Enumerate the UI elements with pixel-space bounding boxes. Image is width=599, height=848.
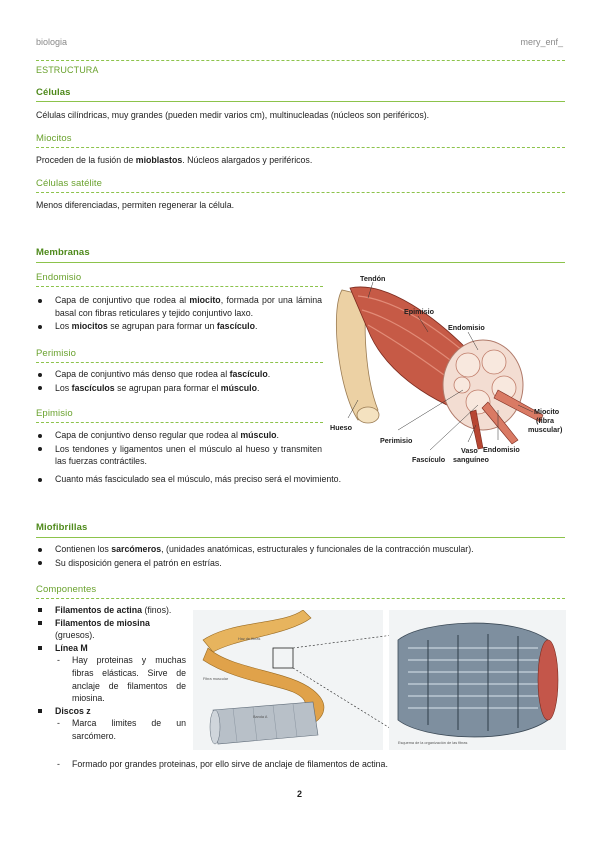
label-fibra: (fibra: [536, 416, 555, 425]
divider: [36, 101, 565, 102]
svg-text:Fibra muscular: Fibra muscular: [203, 677, 229, 681]
label-fasciculo: Fascículo: [412, 455, 446, 464]
heading-miofibrillas: Miofibrillas: [36, 522, 88, 533]
zoom-box: [272, 647, 294, 669]
svg-text:Haz de fibras: Haz de fibras: [238, 637, 260, 641]
label-tendon: Tendón: [360, 274, 385, 283]
list-item: Su disposición genera el patrón en estrí…: [36, 557, 566, 570]
label-epimisio: Epimisio: [404, 307, 435, 316]
list-componentes-extra: Formado por grandes proteinas, por ello …: [36, 758, 556, 771]
list-miofibrillas: Contienen los sarcómeros, (unidades anat…: [36, 543, 566, 570]
svg-text:Banda A: Banda A: [253, 715, 268, 719]
list-epimisio: Capa de conjuntivo denso regular que rod…: [36, 429, 322, 469]
heading-celulas: Células: [36, 87, 71, 98]
list-item: Línea M: [36, 642, 186, 655]
list-item: Los tendones y ligamentos unen el múscul…: [36, 443, 322, 468]
bone-end: [356, 406, 380, 424]
header-author: mery_enf_: [520, 37, 563, 47]
label-miocito: Miocito: [534, 407, 560, 416]
section-title-estructura: ESTRUCTURA: [36, 65, 99, 75]
list-item: Cuanto más fasciculado sea el músculo, m…: [36, 473, 566, 486]
divider: [36, 598, 565, 599]
list-item: Filamentos de actina (finos).: [36, 604, 186, 617]
heading-perimisio: Perimisio: [36, 348, 76, 359]
list-perimisio: Capa de conjuntivo más denso que rodea a…: [36, 368, 322, 395]
heading-celulas-satelite: Células satélite: [36, 178, 103, 189]
list-item: Los fascículos se agrupan para formar el…: [36, 382, 322, 395]
paragraph-celulas: Células cilíndricas, muy grandes (pueden…: [36, 110, 430, 120]
label-endomisio: Endomisio: [448, 323, 485, 332]
myofibril-figure: Haz de fibras Fibra muscular Banda A Esq…: [193, 610, 566, 750]
muscle-structure-figure: Tendón Epimisio Endomisio Hueso Perimisi…: [330, 274, 563, 464]
paragraph-miocitos: Proceden de la fusión de mioblastos. Núc…: [36, 155, 313, 165]
list-item: Discos z: [36, 705, 186, 718]
list-item: Los miocitos se agrupan para formar un f…: [36, 320, 322, 333]
divider: [36, 362, 323, 363]
paragraph-satelite: Menos diferenciadas, permiten regenerar …: [36, 200, 235, 210]
divider: [36, 286, 323, 287]
divider: [36, 192, 565, 193]
label-hueso: Hueso: [330, 423, 353, 432]
heading-componentes: Componentes: [36, 584, 97, 595]
heading-membranas: Membranas: [36, 247, 90, 258]
label-vaso: Vaso: [461, 446, 478, 455]
divider: [36, 537, 565, 538]
list-item: Contienen los sarcómeros, (unidades anat…: [36, 543, 566, 556]
list-epimisio-extra: Cuanto más fasciculado sea el músculo, m…: [36, 473, 566, 487]
label-muscular: muscular): [528, 425, 563, 434]
label-perimisio: Perimisio: [380, 436, 413, 445]
heading-miocitos: Miocitos: [36, 133, 72, 144]
list-componentes: Filamentos de actina (finos). Filamentos…: [36, 604, 186, 743]
header-subject: biologia: [36, 37, 68, 47]
label-endomisio-lower: Endomisio: [483, 445, 520, 454]
heading-epimisio: Epimisio: [36, 408, 73, 419]
header-divider: [36, 60, 565, 61]
divider: [36, 262, 565, 263]
divider: [36, 422, 323, 423]
svg-text:Esquema de la organización de: Esquema de la organización de las fibras: [398, 741, 468, 745]
heading-endomisio: Endomisio: [36, 272, 82, 283]
list-subitem: Marca limites de un sarcómero.: [36, 717, 186, 742]
list-subitem: Hay proteinas y muchas fibras elásticas.…: [36, 654, 186, 704]
list-item: Capa de conjuntivo más denso que rodea a…: [36, 368, 322, 381]
list-item: Capa de conjuntivo denso regular que rod…: [36, 429, 322, 442]
sarcomere-block: [397, 622, 549, 738]
list-endomisio: Capa de conjuntivo que rodea al miocito,…: [36, 294, 322, 334]
list-item: Filamentos de miosina(gruesos).: [36, 617, 186, 642]
list-subitem: Formado por grandes proteinas, por ello …: [36, 758, 556, 771]
page-number: 2: [296, 789, 302, 799]
label-sanguineo: sanguíneo: [453, 455, 490, 464]
list-item: Capa de conjuntivo que rodea al miocito,…: [36, 294, 322, 319]
divider: [36, 147, 565, 148]
